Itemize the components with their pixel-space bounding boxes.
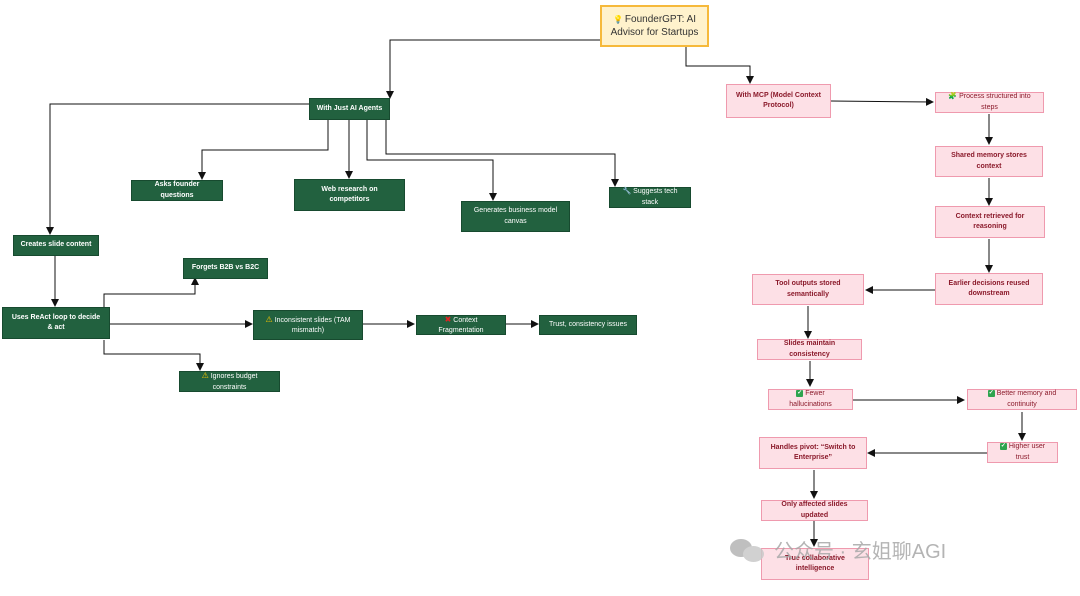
- node-fewer-hallucinations: ✓Fewer hallucinations: [768, 389, 853, 410]
- node-handles-pivot: Handles pivot: “Switch to Enterprise”: [759, 437, 867, 469]
- check-icon: ✓: [987, 390, 995, 398]
- edge-agents-canvas: [366, 120, 497, 201]
- node-uses-react-loop: Uses ReAct loop to decide & act: [2, 307, 110, 339]
- edge-root-agents: [386, 39, 600, 99]
- puzzle-icon: 🧩: [948, 93, 958, 101]
- edge-agents-slide: [46, 103, 310, 235]
- node-process-structured: 🧩Process structured into steps: [935, 92, 1044, 113]
- check-icon: ✓: [999, 443, 1007, 451]
- node-forgets-b2b-vs-b2c: Forgets B2B vs B2C: [183, 258, 268, 279]
- wechat-icon: [730, 537, 766, 563]
- node-ignores-budget: ⚠Ignores budget constraints: [179, 371, 280, 392]
- lightbulb-icon: 💡: [612, 14, 623, 24]
- node-web-research: Web research on competitors: [294, 179, 405, 211]
- node-asks-founder-questions: Asks founder questions: [131, 180, 223, 201]
- edge-agents-tech: [385, 120, 619, 187]
- node-context-fragmentation: ✖Context Fragmentation: [416, 315, 506, 335]
- node-earlier-decisions: Earlier decisions reused downstream: [935, 273, 1043, 305]
- check-icon: ✓: [796, 390, 804, 398]
- cross-icon: ✖: [444, 314, 452, 324]
- node-better-memory: ✓Better memory and continuity: [967, 389, 1077, 410]
- node-creates-slide-content: Creates slide content: [13, 235, 99, 256]
- node-higher-user-trust: ✓Higher user trust: [987, 442, 1058, 463]
- node-suggests-tech-stack: 🔧Suggests tech stack: [609, 187, 691, 208]
- node-tool-outputs: Tool outputs stored semantically: [752, 274, 864, 305]
- edge-agents-ask: [198, 120, 329, 180]
- node-context-retrieved: Context retrieved for reasoning: [935, 206, 1045, 238]
- node-business-model-canvas: Generates business model canvas: [461, 201, 570, 232]
- root-node: 💡FounderGPT: AI Advisor for Startups: [600, 5, 709, 47]
- wrench-icon: 🔧: [622, 188, 632, 196]
- node-true-collaborative-intelligence: True collaborative intelligence: [761, 548, 869, 580]
- warning-icon: ⚠: [201, 371, 209, 381]
- node-shared-memory: Shared memory stores context: [935, 146, 1043, 177]
- node-trust-consistency-issues: Trust, consistency issues: [539, 315, 637, 335]
- watermark: 公众号 · 玄姐聊AGI: [730, 535, 946, 564]
- warning-icon: ⚠: [265, 314, 273, 324]
- node-with-mcp: With MCP (Model Context Protocol): [726, 84, 831, 118]
- node-with-just-ai-agents: With Just AI Agents: [309, 98, 390, 120]
- edge-react-budget: [103, 340, 204, 371]
- node-slides-maintain-consistency: Slides maintain consistency: [757, 339, 862, 360]
- edge-root-mcp: [685, 46, 754, 84]
- node-only-affected-slides: Only affected slides updated: [761, 500, 868, 521]
- edge-mcp-process: [830, 97, 934, 106]
- edge-react-forgets: [103, 277, 199, 308]
- node-inconsistent-slides: ⚠Inconsistent slides (TAM mismatch): [253, 310, 363, 340]
